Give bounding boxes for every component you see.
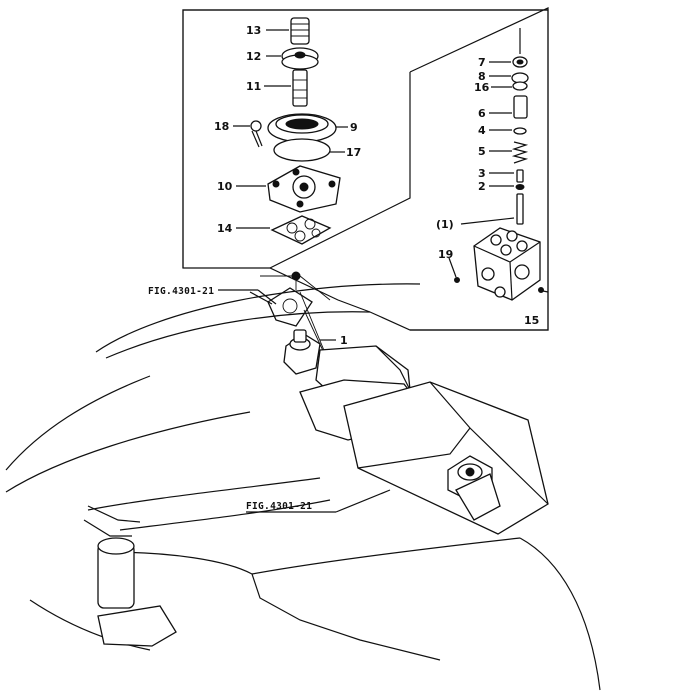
- part-11-plunger: [264, 69, 308, 107]
- reference-lower: FIG.4301-21: [246, 501, 312, 512]
- part-8-washer: [489, 72, 529, 84]
- part-12-spring-seat: [266, 47, 319, 70]
- label-17: 17: [346, 146, 361, 159]
- reference-leaders: [218, 289, 391, 513]
- part-18-bolt: [233, 120, 263, 148]
- part-17-seal: [273, 138, 345, 162]
- label-19: 19: [438, 248, 453, 261]
- label-1-paren: (1): [436, 218, 454, 231]
- part-15-valve-body: [473, 227, 549, 301]
- label-16: 16: [474, 81, 490, 94]
- label-4: 4: [478, 124, 486, 137]
- part-19-screw: [448, 257, 460, 283]
- part-16-ring: [491, 81, 528, 91]
- label-3: 3: [478, 167, 486, 180]
- part-4-retainer: [489, 127, 527, 135]
- part-14-gasket: [236, 215, 332, 245]
- part-7-nut: [489, 28, 528, 68]
- machine-chassis: [5, 283, 601, 691]
- part-rod: [460, 193, 524, 225]
- part-3-pin: [489, 169, 524, 183]
- label-14: 14: [217, 222, 233, 235]
- label-13: 13: [246, 24, 261, 37]
- label-10: 10: [217, 180, 233, 193]
- part-9-boot: [267, 113, 348, 143]
- part-2-ring: [489, 184, 525, 190]
- part-10-plate: [236, 165, 341, 213]
- label-18: 18: [214, 120, 229, 133]
- label-7: 7: [478, 56, 486, 69]
- part-5-spring: [489, 141, 529, 164]
- detail-view-frame: [182, 7, 549, 331]
- label-9: 9: [350, 121, 358, 134]
- label-2: 2: [478, 180, 486, 193]
- label-8: 8: [478, 70, 486, 83]
- part-1-valve-assembly: [283, 329, 336, 375]
- label-5: 5: [478, 145, 486, 158]
- label-6: 6: [478, 107, 486, 120]
- label-15: 15: [524, 314, 539, 327]
- part-13-cap: [266, 17, 310, 45]
- label-11: 11: [246, 80, 261, 93]
- part-6-spool: [489, 95, 528, 119]
- reference-upper: FIG.4301-21: [148, 286, 214, 297]
- label-12: 12: [246, 50, 261, 63]
- label-1: 1: [340, 334, 348, 347]
